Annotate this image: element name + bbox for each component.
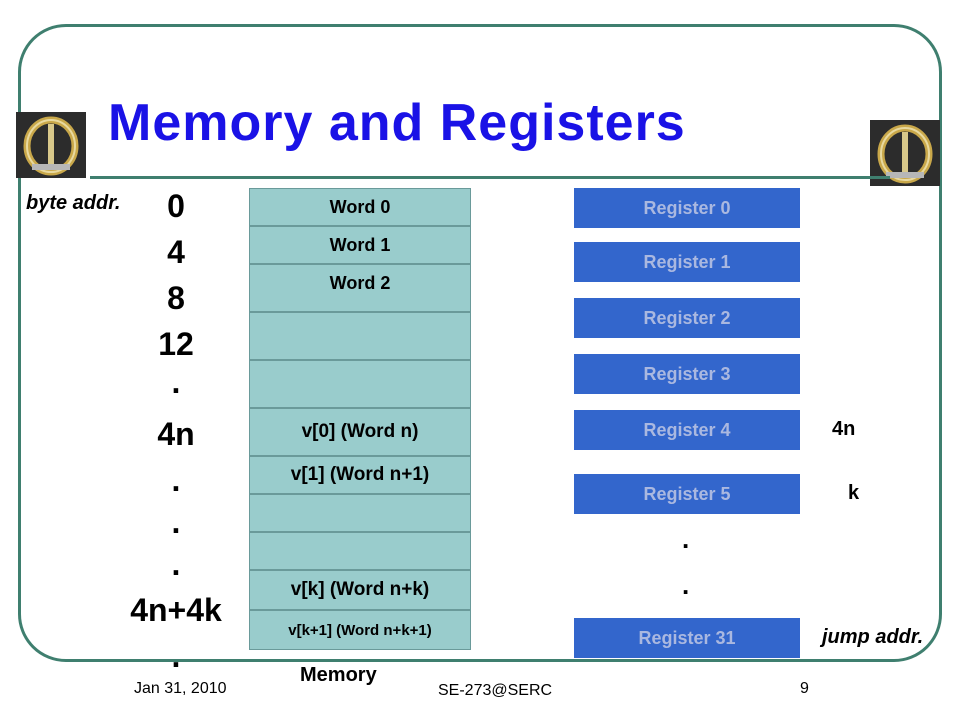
address-4n-plus-4k: 4n+4k [130, 592, 222, 628]
address-ellipsis-1: . [171, 364, 181, 400]
register-31: Register 31 [574, 618, 800, 658]
memory-cell: v[0] (Word n) [249, 408, 471, 456]
register-5-value: k [848, 482, 860, 504]
slide-frame [18, 24, 942, 662]
register-5: Register 5 [574, 474, 800, 514]
register-ellipsis-1: . [682, 524, 690, 554]
jump-addr-label: jump addr. [822, 626, 924, 648]
register-1: Register 1 [574, 242, 800, 282]
memory-column: Word 0 Word 1 Word 2 v[0] (Word n) v[1] … [249, 188, 471, 650]
footer-page-number: 9 [800, 680, 809, 697]
register-4-value: 4n [832, 418, 856, 440]
memory-cell: Word 2 [249, 264, 471, 312]
address-8: 8 [167, 280, 185, 316]
address-0: 0 [167, 188, 185, 224]
address-ellipsis-2: . [171, 462, 181, 498]
memory-cell [249, 494, 471, 532]
address-ellipsis-3: . [171, 504, 181, 540]
title-underline [90, 176, 890, 179]
footer-date: Jan 31, 2010 [134, 680, 227, 697]
footer-center: SE-273@SERC [438, 682, 553, 699]
address-12: 12 [158, 326, 194, 362]
register-2: Register 2 [574, 298, 800, 338]
memory-cell [249, 360, 471, 408]
register-3: Register 3 [574, 354, 800, 394]
memory-cell [249, 312, 471, 360]
memory-cell: v[k] (Word n+k) [249, 570, 471, 610]
register-0: Register 0 [574, 188, 800, 228]
address-ellipsis-4: . [171, 546, 181, 582]
address-ellipsis-5: . [171, 638, 181, 674]
logo-emblem-left [16, 112, 86, 178]
memory-cell: v[1] (Word n+1) [249, 456, 471, 494]
memory-cell: Word 1 [249, 226, 471, 264]
address-4n: 4n [157, 416, 195, 452]
memory-label: Memory [300, 664, 377, 686]
logo-emblem-right [870, 120, 940, 186]
register-ellipsis-2: . [682, 570, 690, 600]
memory-cell: Word 0 [249, 188, 471, 226]
register-4: Register 4 [574, 410, 800, 450]
memory-cell [249, 532, 471, 570]
address-4: 4 [167, 234, 185, 270]
byte-addr-label: byte addr. [26, 192, 121, 214]
slide-title: Memory and Registers [108, 94, 686, 152]
memory-cell: v[k+1] (Word n+k+1) [249, 610, 471, 650]
